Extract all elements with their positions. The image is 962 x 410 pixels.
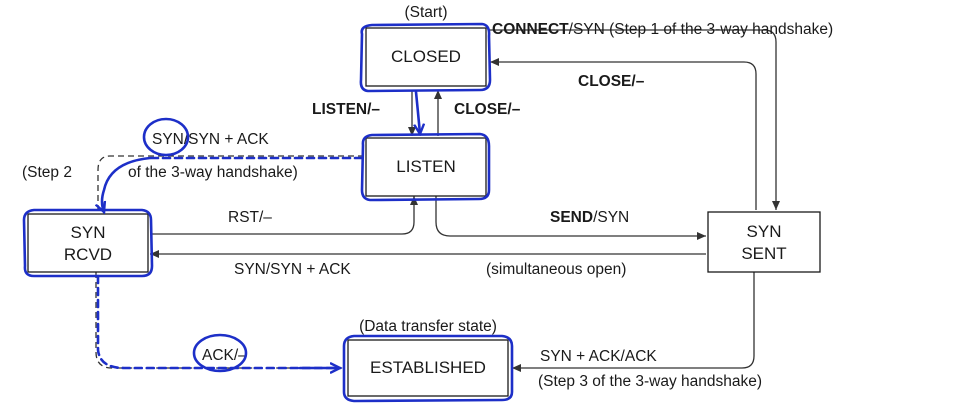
send-label: SEND/SYN <box>550 209 629 226</box>
ink-circle-ack <box>192 333 248 373</box>
state-syn-sent: SYN SENT <box>707 211 821 273</box>
listen-label: LISTEN/– <box>312 101 380 118</box>
step2-left-label: (Step 2 <box>22 164 72 181</box>
connect-label-rest: /SYN (Step 1 of the 3-way handshake) <box>569 21 834 38</box>
state-syn-sent-line1: SYN <box>747 222 782 241</box>
ink-circle-syn <box>142 117 190 157</box>
ink-syn-rcvd-box <box>22 208 154 278</box>
ink-arrow-to-syn-rcvd <box>102 156 152 212</box>
edge-connect <box>488 29 780 210</box>
start-annotation: (Start) <box>404 4 447 21</box>
state-syn-rcvd-line2: RCVD <box>64 245 112 264</box>
ink-path-ack <box>96 274 340 370</box>
state-syn-sent-line2: SENT <box>741 244 786 263</box>
step2-right-label: of the 3-way handshake) <box>128 164 298 181</box>
edge-rst <box>150 196 418 235</box>
state-established-label: ESTABLISHED <box>370 358 486 377</box>
syn-ack-ack-label: SYN + ACK/ACK <box>540 348 657 365</box>
connect-label: CONNECT/SYN (Step 1 of the 3-way handsha… <box>492 21 833 38</box>
ink-annotations <box>22 22 514 403</box>
close-from-sent-label: CLOSE/– <box>578 73 645 90</box>
send-label-rest: /SYN <box>593 209 629 226</box>
edge-send <box>435 196 706 240</box>
close-from-listen-label: CLOSE/– <box>454 101 521 118</box>
edge-ack-dashed <box>95 272 344 369</box>
state-closed-label: CLOSED <box>391 47 461 66</box>
state-established: ESTABLISHED <box>347 339 509 397</box>
syn-syn-ack-top-label: SYN/SYN + ACK <box>152 131 269 148</box>
syn-syn-ack-mid-label: SYN/SYN + ACK <box>234 261 351 278</box>
edge-syn-ack-ack <box>512 272 755 372</box>
state-syn-rcvd-line1: SYN <box>71 223 106 242</box>
edge-close-from-sent <box>490 58 757 210</box>
ink-established-box <box>342 334 514 403</box>
simultaneous-open-label: (simultaneous open) <box>486 261 626 278</box>
ack-label: ACK/– <box>202 347 247 364</box>
state-syn-rcvd: SYN RCVD <box>27 213 149 273</box>
rst-label: RST/– <box>228 209 272 226</box>
connect-label-bold: CONNECT <box>492 21 569 38</box>
state-listen: LISTEN <box>365 137 487 197</box>
edge-syn-syn-ack-dashed <box>97 155 364 212</box>
step3-label: (Step 3 of the 3-way handshake) <box>538 373 762 390</box>
ink-arrow-listen <box>416 90 420 134</box>
send-label-bold: SEND <box>550 209 593 226</box>
ink-listen-box <box>360 132 491 202</box>
state-listen-label: LISTEN <box>396 157 456 176</box>
state-closed: CLOSED <box>365 27 487 87</box>
data-transfer-annotation: (Data transfer state) <box>359 318 497 335</box>
ink-closed-box <box>359 22 492 93</box>
